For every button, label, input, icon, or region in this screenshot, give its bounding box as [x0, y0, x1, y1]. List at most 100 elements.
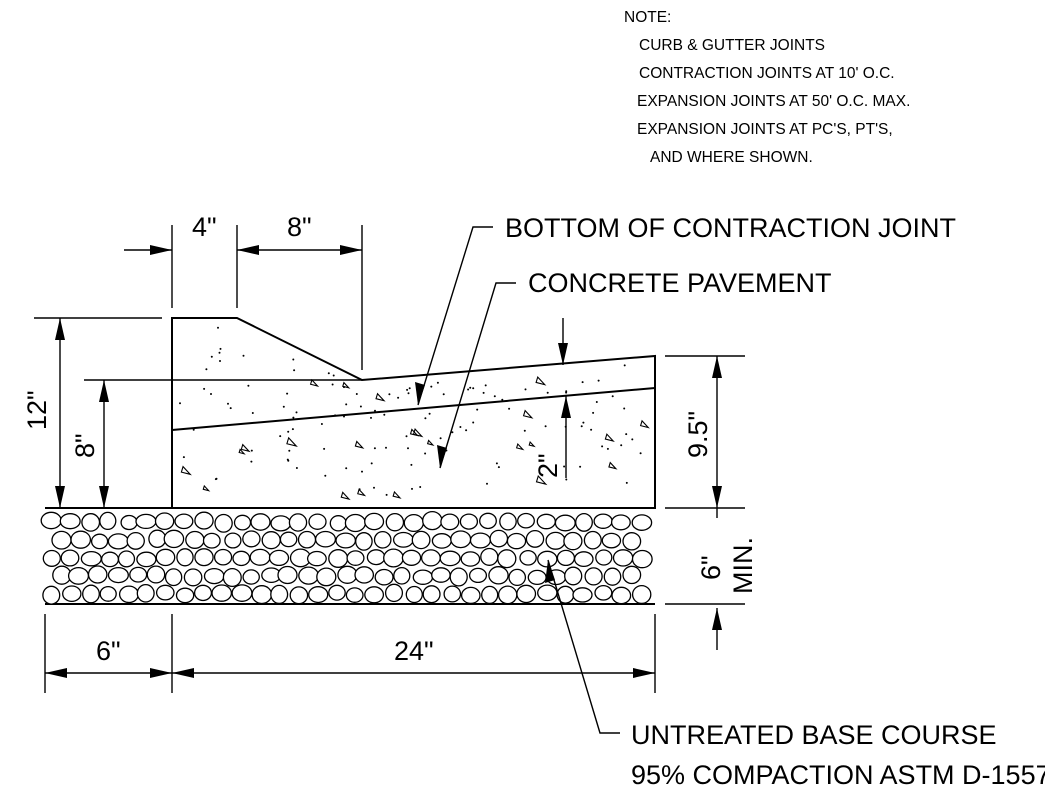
gravel-stone [211, 584, 233, 602]
note-line: AND WHERE SHOWN. [650, 149, 813, 166]
gravel-stone [224, 532, 242, 549]
note-line: CURB & GUTTER JOINTS [639, 37, 825, 54]
dim-base-min: MIN. [728, 537, 758, 594]
gravel-stone [279, 531, 298, 548]
gravel-stone [136, 583, 155, 603]
aggregate-speck [424, 452, 427, 455]
gravel-stone [270, 584, 289, 605]
aggregate-speck [524, 388, 527, 391]
dim-gutter-depth: 8" [70, 433, 100, 458]
gravel-stone [366, 549, 386, 566]
aggregate-speck [408, 387, 411, 390]
gravel-stone [563, 531, 583, 551]
gravel-stone [90, 533, 109, 550]
aggregate-speck [582, 421, 585, 424]
aggregate-speck [523, 429, 526, 432]
gravel-stone [233, 514, 252, 531]
aggregate-speck [611, 395, 614, 398]
gravel-stone [392, 531, 414, 548]
aggregate-speck [343, 386, 345, 389]
aggregate-speck [388, 393, 391, 396]
gravel-stone [537, 584, 558, 602]
gravel-stone [120, 514, 138, 531]
gravel-stone [431, 567, 451, 583]
leader-line [547, 559, 620, 734]
aggregate-speck [217, 326, 219, 329]
aggregate-speck [436, 381, 439, 384]
aggregate-speck [424, 417, 427, 420]
gravel-stone [594, 584, 613, 601]
gravel-stone [556, 549, 576, 567]
aggregate-speck [407, 392, 410, 395]
aggregate-speck [625, 481, 628, 484]
gravel-stone [355, 532, 373, 551]
gravel-stone [107, 533, 130, 550]
contraction-joint-bottom-line [171, 387, 656, 431]
gravel-stone [251, 585, 273, 605]
gravel-stone [298, 566, 320, 585]
aggregate-speck [606, 447, 609, 450]
aggregate-speck [345, 467, 348, 470]
aggregate-triangle [342, 381, 351, 389]
gravel-stone [155, 584, 175, 601]
gravel-stone [329, 515, 347, 532]
gravel-stone [411, 530, 431, 550]
arrow-head [415, 382, 425, 405]
gravel-stone [203, 567, 225, 585]
gravel-stone [308, 586, 329, 604]
gravel-stone [525, 529, 545, 548]
aggregate-speck [442, 393, 445, 396]
aggregate-speck [465, 429, 468, 432]
aggregate-speck [580, 425, 583, 428]
gravel-stone [51, 530, 72, 550]
gravel-stone [622, 532, 642, 551]
gravel-stone [185, 530, 205, 549]
aggregate-speck [469, 386, 472, 389]
aggregate-triangle [535, 474, 548, 486]
gravel-stone [270, 515, 292, 532]
aggregate-triangle [515, 442, 525, 451]
aggregate-speck [286, 392, 289, 395]
gravel-stone [443, 585, 462, 603]
aggregate-speck [601, 445, 604, 448]
arrow-head [437, 445, 447, 468]
gravel-stone [439, 550, 461, 567]
aggregate-speck [406, 388, 409, 391]
arrow-head [340, 245, 362, 255]
aggregate-speck [625, 433, 628, 436]
aggregate-speck [623, 407, 626, 410]
gravel-stone [82, 584, 100, 604]
dim-joint-depth: 2" [533, 453, 563, 478]
leader-base-course: UNTREATED BASE COURSE 95% COMPACTION AST… [545, 559, 1045, 790]
aggregate-speck [205, 368, 208, 371]
gravel-stone [42, 549, 61, 567]
pavement-thickness-dimension: 9.5" [665, 355, 745, 509]
gravel-stone [480, 547, 499, 566]
gravel-stone [573, 551, 594, 568]
gravel-stone [194, 511, 214, 530]
aggregate-triangle [202, 484, 211, 492]
gravel-stone [450, 530, 472, 549]
aggregate-speck [323, 447, 326, 450]
gravel-stone [440, 513, 460, 531]
note-line: CONTRACTION JOINTS AT 10' O.C. [639, 65, 895, 82]
aggregate-speck [459, 426, 462, 428]
aggregate-speck [623, 364, 626, 367]
gravel-stone [374, 568, 394, 586]
gravel-stone [603, 567, 622, 586]
gravel-stone [40, 511, 62, 530]
aggregate-triangle [528, 440, 536, 448]
aggregate-speck [227, 402, 229, 405]
aggregate-triangle [639, 419, 650, 429]
gravel-stone [308, 513, 327, 530]
aggregate-speck [497, 466, 500, 469]
arrow-head [558, 343, 568, 365]
gravel-stone [60, 549, 80, 567]
gravel-stone [126, 531, 145, 550]
gravel-stone [517, 512, 535, 529]
aggregate-speck [219, 360, 221, 362]
gravel-stone [176, 548, 194, 567]
label-bottom-of-contraction-joint: BOTTOM OF CONTRACTION JOINT [505, 213, 956, 243]
curb-height-dimension: 12" [22, 317, 162, 508]
